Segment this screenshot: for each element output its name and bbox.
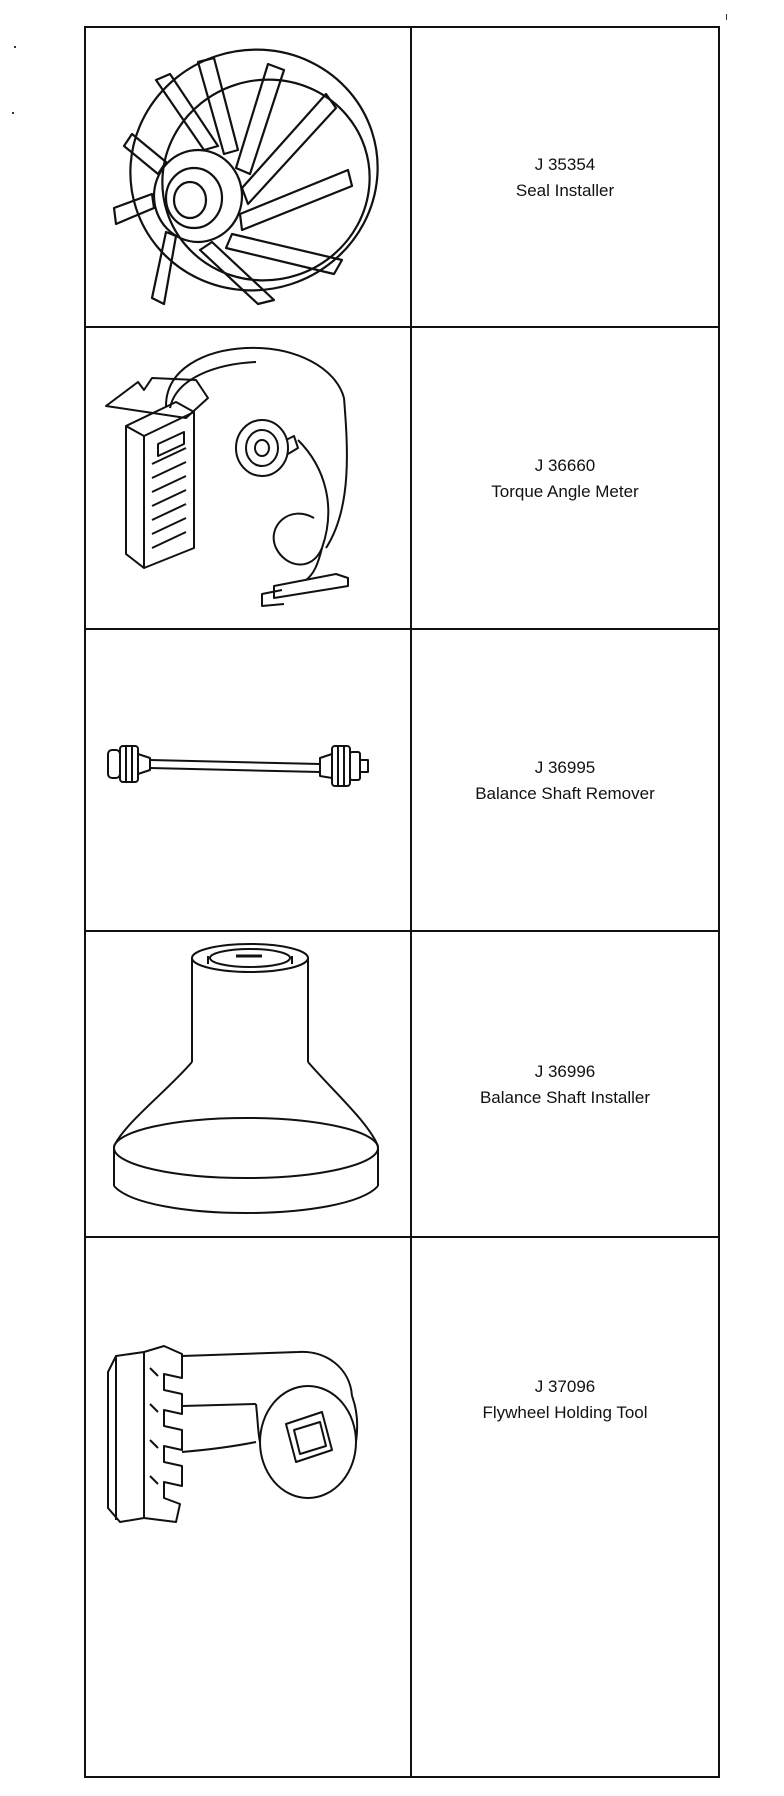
scan-speck bbox=[12, 112, 14, 114]
flywheel-holding-tool-icon bbox=[86, 1238, 410, 1568]
tool-row: J 36660 Torque Angle Meter bbox=[86, 328, 718, 630]
tool-caption: J 35354 Seal Installer bbox=[412, 28, 718, 328]
tool-name: Flywheel Holding Tool bbox=[482, 1403, 648, 1422]
special-tools-table: J 35354 Seal Installer bbox=[84, 26, 720, 1778]
tool-caption: J 36660 Torque Angle Meter bbox=[412, 328, 718, 630]
tool-name: Balance Shaft Remover bbox=[475, 784, 655, 803]
row-divider bbox=[86, 326, 718, 328]
row-divider bbox=[86, 930, 718, 932]
balance-shaft-installer-icon bbox=[86, 932, 410, 1238]
balance-shaft-remover-icon bbox=[86, 630, 410, 932]
tool-number: J 36995 bbox=[534, 758, 596, 777]
tool-row: J 37096 Flywheel Holding Tool bbox=[86, 1238, 718, 1776]
row-divider bbox=[86, 1236, 718, 1238]
row-divider bbox=[86, 628, 718, 630]
tool-caption: J 37096 Flywheel Holding Tool bbox=[412, 1238, 718, 1562]
tool-row: J 36995 Balance Shaft Remover bbox=[86, 630, 718, 932]
tool-number: J 36996 bbox=[534, 1062, 596, 1081]
tool-number: J 35354 bbox=[534, 155, 596, 174]
torque-angle-meter-icon bbox=[86, 328, 410, 630]
tool-caption: J 36996 Balance Shaft Installer bbox=[412, 932, 718, 1238]
tool-number: J 37096 bbox=[534, 1377, 596, 1396]
tool-caption: J 36995 Balance Shaft Remover bbox=[412, 630, 718, 932]
tool-row: J 35354 Seal Installer bbox=[86, 28, 718, 328]
scan-speck bbox=[726, 14, 727, 20]
tool-name: Balance Shaft Installer bbox=[479, 1088, 651, 1107]
tool-number: J 36660 bbox=[534, 456, 596, 475]
tool-row: J 36996 Balance Shaft Installer bbox=[86, 932, 718, 1238]
tool-name: Torque Angle Meter bbox=[491, 482, 639, 501]
column-divider bbox=[410, 28, 412, 1776]
seal-installer-icon bbox=[86, 28, 410, 328]
scan-speck bbox=[14, 46, 16, 48]
tool-name: Seal Installer bbox=[515, 181, 615, 200]
